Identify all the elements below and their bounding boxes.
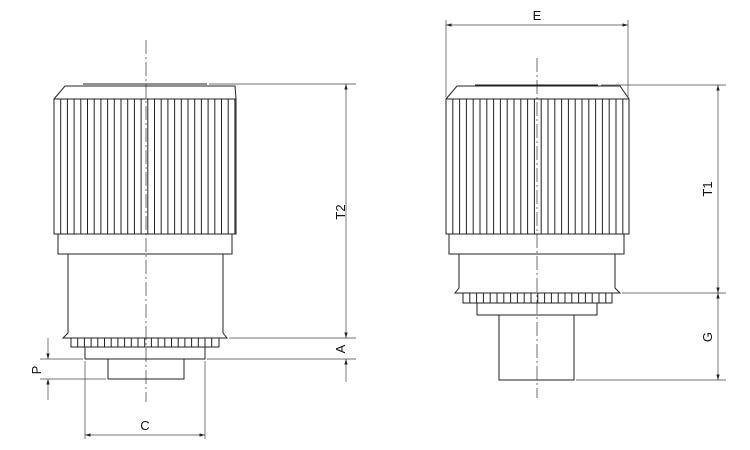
left-chamfer	[53, 85, 237, 100]
right-view-knob	[445, 58, 630, 398]
right-ring-lines	[469, 293, 607, 303]
right-collar	[448, 233, 625, 255]
right-stub	[498, 314, 575, 381]
dim-label-e: E	[533, 8, 542, 23]
dim-label-p: P	[29, 366, 44, 375]
left-ring-lines	[77, 338, 213, 347]
left-dimensions: T2 A P C	[29, 83, 356, 439]
right-body	[453, 254, 622, 294]
left-knurl-lines	[60, 99, 236, 234]
left-view-knob	[53, 40, 237, 402]
left-base	[84, 346, 206, 360]
right-knurl-lines	[452, 99, 624, 234]
dim-label-t2: T2	[333, 204, 348, 219]
left-stub	[107, 358, 185, 380]
dim-label-a: A	[333, 344, 348, 353]
left-body	[61, 254, 229, 339]
left-collar	[57, 233, 233, 255]
dim-label-c: C	[140, 418, 149, 433]
dim-label-g: G	[700, 332, 715, 342]
right-dimensions: E T1 G	[445, 8, 726, 381]
dim-label-t1: T1	[700, 181, 715, 196]
right-chamfer	[445, 85, 630, 100]
